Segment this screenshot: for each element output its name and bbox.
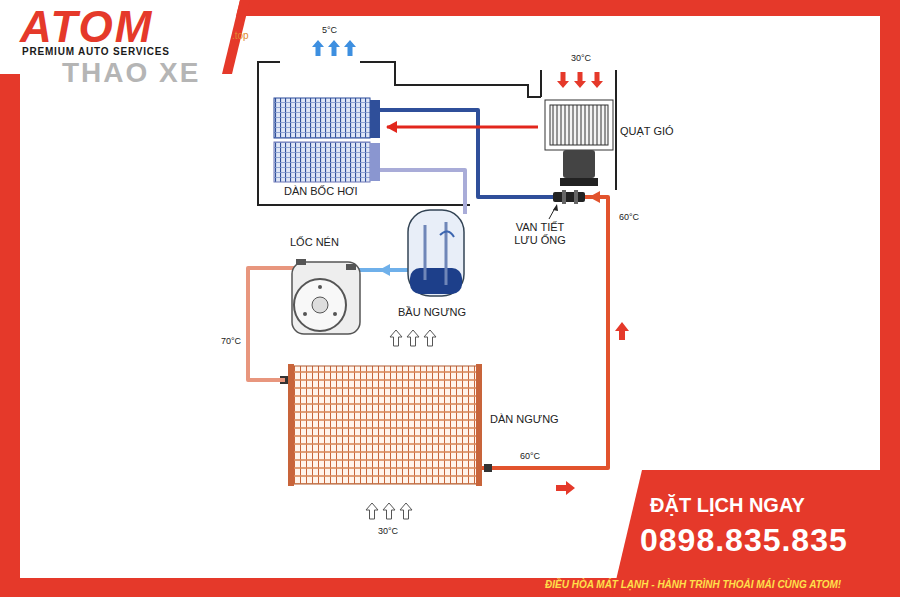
component-label: DÀN NGƯNG	[490, 413, 559, 426]
drawing-part	[612, 470, 900, 597]
label-anchor: PREMIUM AUTO SERVICES	[22, 46, 170, 58]
refrigerant-pipe	[387, 170, 465, 205]
drawing-part	[574, 190, 578, 204]
drawing-part	[346, 264, 356, 270]
drawing-part	[563, 150, 595, 178]
label-anchor: 60°C	[520, 451, 540, 461]
drawing-part	[440, 231, 454, 237]
promo-text: ĐẶT LỊCH NGAY	[650, 494, 805, 517]
drawing-part	[410, 268, 462, 294]
drawing-part	[258, 62, 470, 205]
drawing-part	[292, 366, 478, 484]
drawing-part	[505, 195, 553, 199]
drawing-part	[560, 178, 598, 186]
temperature-label: 60°C	[520, 451, 540, 461]
drawing-part	[463, 205, 467, 214]
drawing-part	[574, 72, 586, 88]
drawing-part	[222, 0, 250, 74]
drawing-part	[383, 503, 395, 519]
logo-text: ATOM	[20, 2, 153, 53]
drawing-part	[550, 105, 608, 145]
drawing-part	[360, 62, 541, 97]
label-anchor: 0898.835.835	[640, 522, 848, 559]
label-anchor: 30°C	[378, 526, 398, 536]
label-anchor: ATOM	[20, 2, 153, 53]
drawing-part	[380, 168, 387, 172]
component-region: LỐC NÉN	[260, 232, 380, 350]
drawing-part	[553, 204, 558, 211]
label-anchor: 5°C	[322, 25, 337, 35]
temperature-label: 5°C	[322, 25, 337, 35]
component-label: DÀN BỐC HƠI	[284, 185, 358, 198]
component-label: VAN TIẾT LƯU ỐNG	[505, 221, 575, 247]
drawing-part	[318, 285, 322, 289]
drawing-part	[370, 100, 380, 138]
component-region: BẦU NGƯNG	[395, 205, 485, 325]
drawing-part	[408, 210, 464, 296]
drawing-part	[562, 190, 566, 204]
drawing-part	[615, 322, 629, 340]
drawing-part	[482, 466, 575, 470]
drawing-part	[407, 330, 419, 346]
refrigerant-pipe	[575, 197, 608, 468]
label-anchor: 70°C	[219, 336, 243, 346]
refrigerant-pipe	[380, 268, 395, 272]
drawing-part	[557, 72, 569, 88]
temperature-label: 70°C	[219, 336, 243, 346]
drawing-part	[344, 40, 356, 56]
drawing-part	[312, 297, 328, 313]
drawing-part	[274, 98, 370, 138]
promo-text: 0898.835.835	[640, 522, 848, 559]
drawing-part	[366, 503, 378, 519]
logo-text: THAO XE	[62, 57, 200, 89]
drawing-part	[294, 279, 346, 331]
temperature-label: 30°C	[571, 53, 591, 63]
label-anchor: ĐẶT LỊCH NGAY	[650, 494, 805, 517]
drawing-part	[400, 503, 412, 519]
drawing-part	[292, 262, 360, 334]
drawing-part	[484, 464, 492, 472]
drawing-part	[312, 40, 324, 56]
promo-text: ĐIỀU HÒA MÁT LẠNH - HÀNH TRÌNH THOẢI MÁI…	[545, 579, 841, 591]
drawing-part	[541, 70, 616, 190]
component-region: DÀN NGƯNG	[285, 360, 575, 490]
component-label: QUẠT GIÓ	[620, 125, 674, 138]
drawing-part	[380, 108, 387, 112]
logo-text: .top	[232, 30, 249, 42]
refrigerant-pipe	[248, 268, 285, 380]
label-anchor: ĐIỀU HÒA MÁT LẠNH - HÀNH TRÌNH THOẢI MÁI…	[545, 579, 841, 591]
temperature-label: 60°C	[617, 212, 641, 222]
logo-text: PREMIUM AUTO SERVICES	[22, 46, 170, 58]
drawing-part	[424, 330, 436, 346]
drawing-part	[328, 40, 340, 56]
drawing-part	[425, 222, 446, 285]
label-anchor: 30°C	[571, 53, 591, 63]
drawing-part	[557, 72, 603, 88]
component-label: BẦU NGƯNG	[398, 306, 466, 319]
drawing-part	[296, 259, 306, 265]
drawing-part	[333, 312, 337, 316]
drawing-part	[556, 481, 575, 495]
drawing-part	[476, 364, 482, 486]
component-region: QUẠT GIÓ	[538, 95, 683, 187]
refrigerant-pipe	[387, 126, 538, 129]
refrigerant-pipe	[387, 110, 505, 197]
drawing-part	[370, 143, 380, 181]
component-region: DÀN BỐC HƠI	[262, 92, 387, 205]
drawing-part	[545, 100, 613, 150]
drawing-part	[288, 364, 294, 486]
drawing-part	[274, 142, 370, 182]
component-label: LỐC NÉN	[290, 236, 339, 249]
component-region: VAN TIẾT LƯU ỐNG	[505, 188, 590, 260]
drawing-part	[303, 312, 307, 316]
temperature-label: 30°C	[378, 526, 398, 536]
drawing-part	[591, 72, 603, 88]
label-anchor: .top	[232, 30, 249, 42]
label-anchor: 60°C	[617, 212, 641, 222]
drawing-part	[390, 330, 402, 346]
label-anchor: THAO XE	[62, 57, 200, 89]
drawing-part	[585, 195, 590, 199]
drawing-part	[553, 192, 585, 202]
